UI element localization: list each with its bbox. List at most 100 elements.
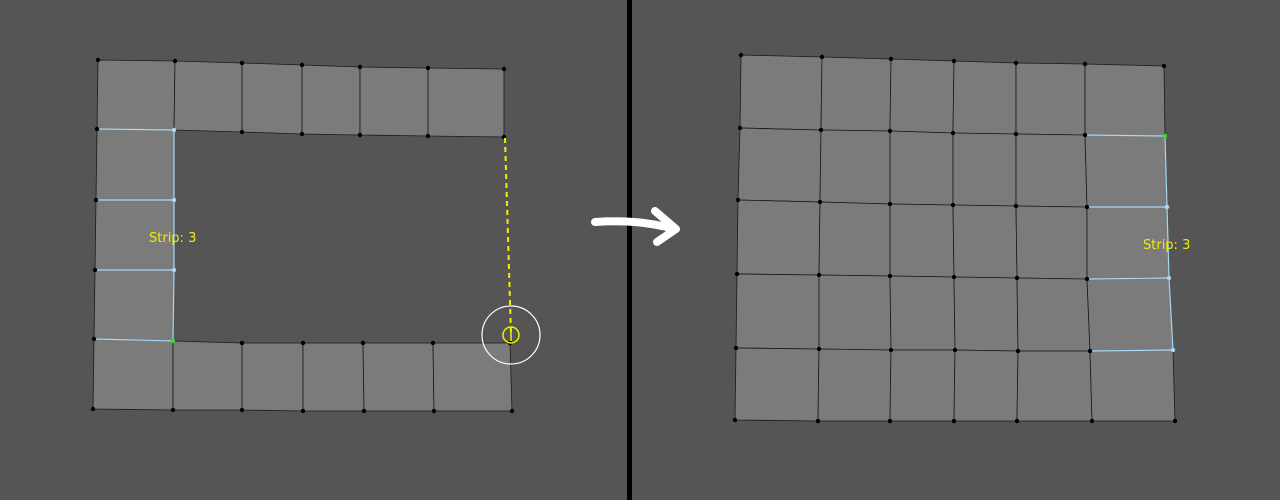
mesh-face [819,129,891,205]
selected-edge-loop [1164,135,1174,351]
mesh-vertex [1013,131,1019,137]
mesh-face [1015,133,1088,208]
mesh-face [1084,134,1168,208]
mesh-face [96,59,176,131]
mesh-vertex [951,274,957,280]
mesh-vertex [951,58,957,64]
mesh-face [427,67,505,138]
mesh-vertex [361,408,367,414]
mesh-vertex [887,201,893,207]
mesh-face [359,66,429,137]
mesh-vertex [92,267,98,273]
mesh-face [889,58,955,134]
selected-vertex [171,197,177,203]
mesh-vertex [887,418,893,424]
mesh-vertex [431,408,437,414]
active-vertex [1162,133,1168,139]
mesh-face [889,203,955,278]
mesh-face [1015,205,1088,280]
selected-edge-loop [93,128,175,342]
selected-vertex [1170,347,1176,353]
mesh-vertex [815,418,821,424]
bridge-guide-line [504,137,512,336]
mesh-vertex [357,64,363,70]
mesh-vertex [888,347,894,353]
mesh-face [953,349,1019,422]
mesh-vertex [299,62,305,68]
mesh-vertex [1014,418,1020,424]
mesh-face [172,340,243,411]
mesh-vertex [733,345,739,351]
mesh-vertex [819,54,825,60]
mesh-vertex [239,60,245,66]
mesh-face [1016,277,1091,352]
mesh-vertex [734,271,740,277]
mesh-vertex [509,408,515,414]
mesh-vertex [95,57,101,63]
before-panel [90,57,541,414]
mesh-vertex [735,197,741,203]
selected-vertex [171,127,177,133]
mesh-face [95,128,175,201]
mesh-vertex [1172,418,1178,424]
selected-vertex [1164,204,1170,210]
mesh-vertex [816,272,822,278]
mesh-vertex [91,336,97,342]
selected-vertex [171,267,177,273]
mesh-face [432,342,513,412]
mesh-vertex [501,66,507,72]
mesh-vertex [93,197,99,203]
mesh-vertex [357,132,363,138]
mesh-face [818,201,891,277]
strip-count-label: Strip: 3 [1143,238,1190,253]
mesh-face [734,347,820,422]
mesh-vertex [1015,348,1021,354]
mesh-vertex [425,65,431,71]
mesh-vertex [1084,204,1090,210]
mesh-vertex [239,340,245,346]
mesh-face [953,276,1019,352]
mesh-face [889,349,956,422]
after-panel [732,52,1178,424]
mesh-face [736,199,821,276]
selected-edge [1084,134,1166,137]
mesh-face [362,342,435,412]
mesh-vertex [239,129,245,135]
mesh-vertex [170,407,176,413]
mesh-vertex [951,418,957,424]
mesh-vertex [425,133,431,139]
mesh-vertex [952,347,958,353]
mouse-cursor-circle [481,305,541,365]
mesh-vertex [1014,275,1020,281]
mesh-vertex [1082,61,1088,67]
mesh-vertex [818,127,824,133]
selected-edge [1089,349,1174,352]
mesh-vertex [888,56,894,62]
mesh-vertex [738,52,744,58]
mesh-vertex [360,340,366,346]
mesh-face [302,342,365,412]
mesh-vertex [1087,348,1093,354]
mesh-vertex [300,408,306,414]
mesh-vertex [737,125,743,131]
cursor-target-icon [502,326,520,344]
mesh-face [1016,350,1093,422]
mesh-vertex [1084,276,1090,282]
mesh-face [889,275,956,351]
mesh-vertex [94,126,100,132]
mesh-vertex [300,340,306,346]
selected-vertex [1166,275,1172,281]
mesh-vertex [239,407,245,413]
strip-count-label: Strip: 3 [149,231,196,246]
mesh-vertex [887,273,893,279]
mesh-face [1086,277,1174,352]
mesh-vertex [816,346,822,352]
mesh-face [93,269,175,342]
mesh-face [818,274,892,351]
mesh-vertex [430,340,436,346]
mesh-vertex [1089,418,1095,424]
mesh-face [737,127,822,203]
active-vertex [170,338,176,344]
selected-edge [1086,277,1170,280]
